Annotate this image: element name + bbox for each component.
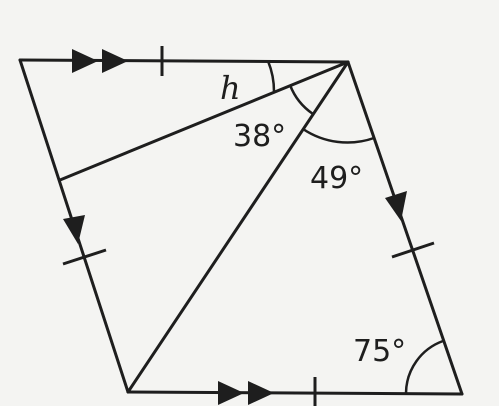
angle-arc-49 xyxy=(302,127,375,144)
label-49: 49° xyxy=(310,161,363,196)
segment-to-left-side xyxy=(58,60,350,182)
edge-top xyxy=(18,58,350,64)
angle-arc-38 xyxy=(288,84,314,116)
label-h: h xyxy=(220,69,241,107)
label-75: 75° xyxy=(353,334,406,369)
tick-left xyxy=(62,248,107,266)
edge-bottom xyxy=(126,390,464,396)
diagonal xyxy=(126,60,350,394)
parallel-arrow-right xyxy=(385,191,407,221)
parallel-arrow-top-1 xyxy=(72,49,98,73)
tick-right xyxy=(391,241,435,259)
parallel-arrow-top-2 xyxy=(102,49,128,73)
angle-arc-h xyxy=(266,60,276,93)
edge-right xyxy=(346,60,464,396)
label-38: 38° xyxy=(233,119,286,154)
angle-arc-75 xyxy=(404,339,444,394)
parallel-arrow-left xyxy=(63,215,85,244)
parallel-arrow-bottom-2 xyxy=(248,381,274,405)
parallel-arrow-bottom-1 xyxy=(218,381,244,405)
